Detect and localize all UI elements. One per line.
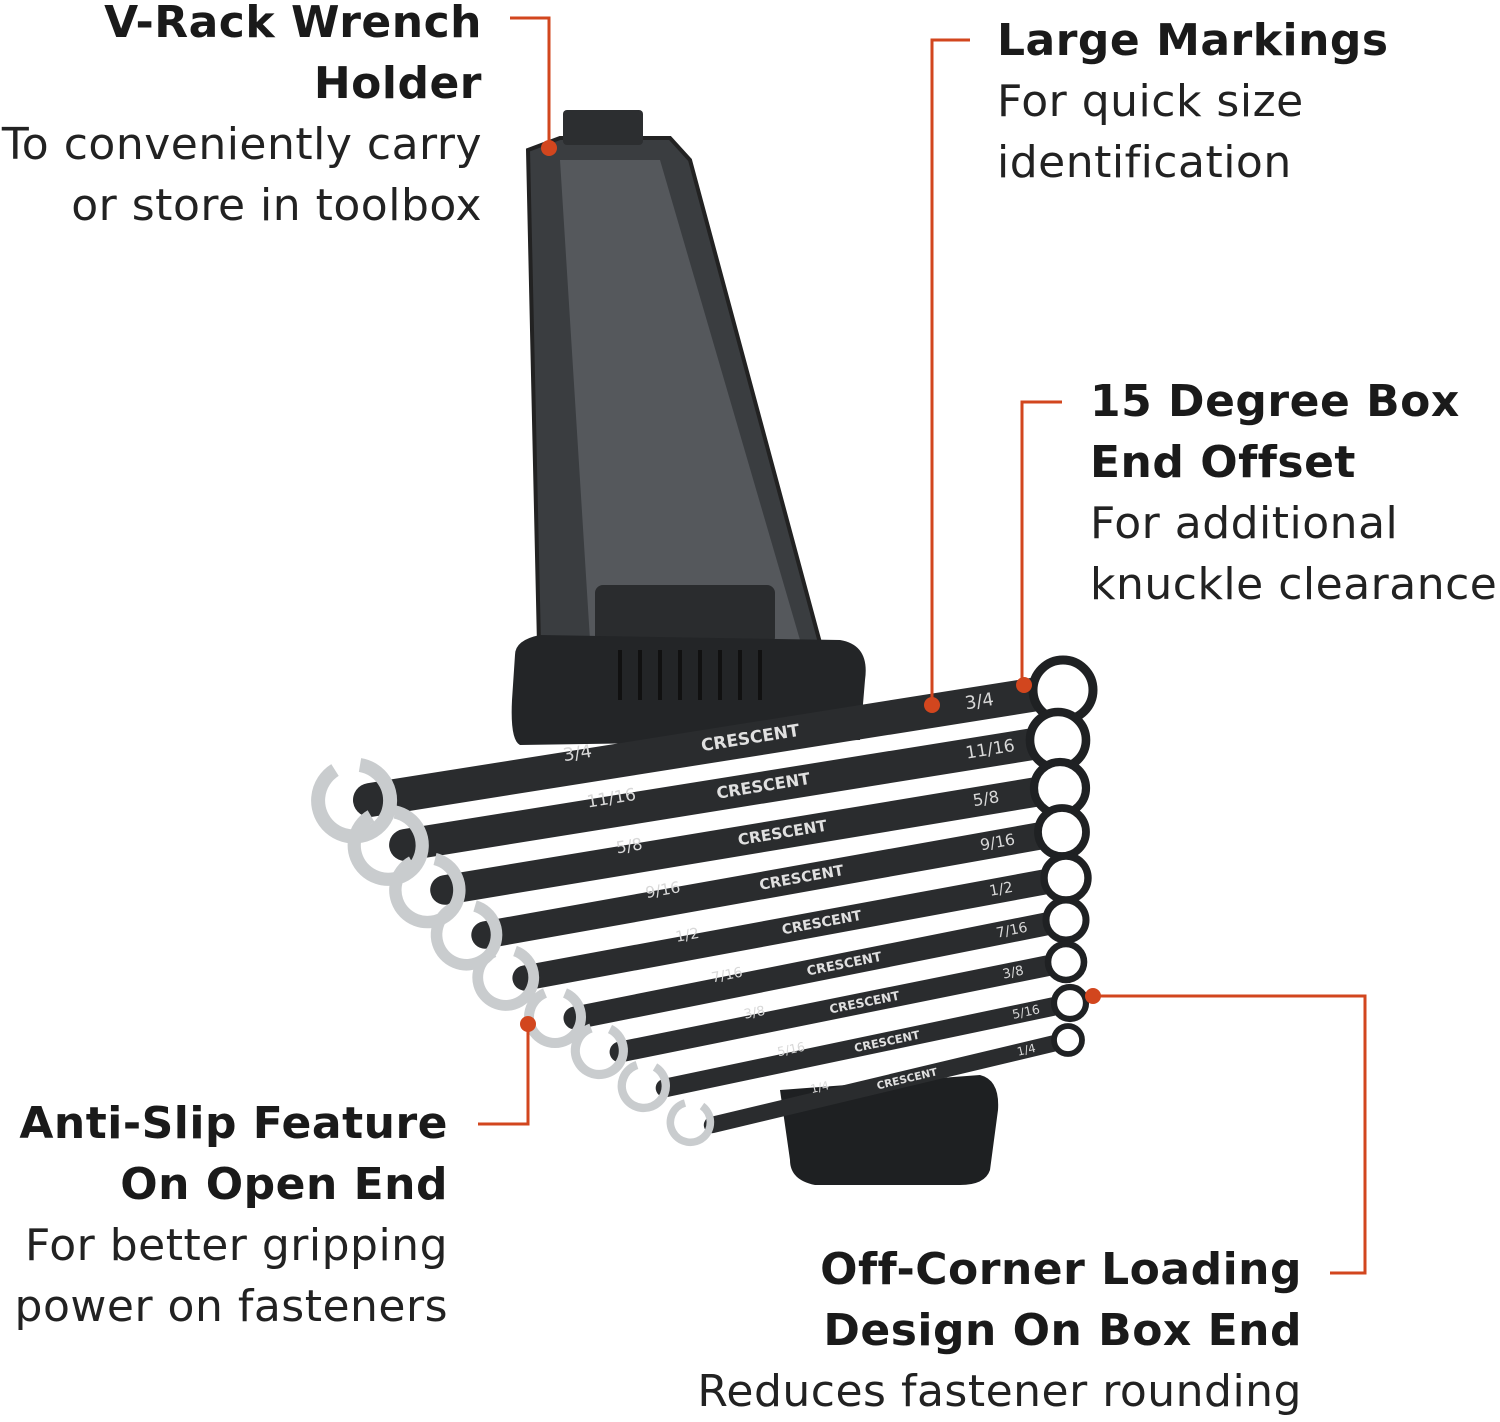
callout-desc: For better gripping bbox=[24, 1220, 448, 1271]
size-marking-box-end: 3/8 bbox=[1001, 964, 1025, 983]
leader-lines bbox=[478, 16, 1367, 1275]
leader-dot bbox=[1016, 677, 1032, 693]
size-marking-open-end: 5/16 bbox=[776, 1039, 806, 1059]
size-marking-open-end: 3/8 bbox=[743, 1004, 767, 1023]
leader-markings bbox=[930, 38, 970, 705]
box-end bbox=[1044, 940, 1088, 984]
callout-title: Large Markings bbox=[997, 15, 1389, 66]
wrench-shank bbox=[609, 951, 1077, 1063]
size-marking-open-end: 5/8 bbox=[615, 834, 644, 857]
box-end bbox=[1051, 1023, 1085, 1057]
size-marking-open-end: 7/16 bbox=[710, 965, 744, 987]
box-end bbox=[1042, 896, 1090, 944]
wrench-shank bbox=[655, 993, 1080, 1098]
callout-desc: For additional bbox=[1090, 498, 1399, 549]
wrench-shank bbox=[430, 773, 1075, 905]
callout-title: Holder bbox=[313, 58, 482, 109]
leader-dot bbox=[924, 697, 940, 713]
leader-antislip bbox=[478, 1024, 530, 1126]
open-end bbox=[524, 988, 586, 1048]
callout-title: V-Rack Wrench bbox=[104, 0, 482, 48]
open-end bbox=[472, 945, 540, 1011]
leader-offcorner bbox=[1093, 994, 1367, 1275]
callout-desc: For quick size bbox=[997, 76, 1304, 127]
leader-dot bbox=[520, 1016, 536, 1032]
callout-title: Design On Box End bbox=[823, 1305, 1302, 1356]
callout-markings: Large Markings For quick size identifica… bbox=[997, 10, 1389, 193]
wrench-shank bbox=[389, 724, 1074, 861]
callout-title: 15 Degree Box bbox=[1090, 376, 1460, 427]
box-end bbox=[1034, 804, 1090, 860]
size-marking-box-end: 1/2 bbox=[988, 879, 1015, 900]
open-end bbox=[430, 900, 503, 971]
callout-vrack: V-Rack Wrench Holder To conveniently car… bbox=[2, 0, 482, 236]
callout-desc: or store in toolbox bbox=[71, 180, 482, 231]
callout-title: End Offset bbox=[1090, 437, 1356, 488]
open-end bbox=[570, 1023, 628, 1080]
callout-title: Anti-Slip Feature bbox=[19, 1098, 448, 1149]
open-end bbox=[617, 1061, 670, 1113]
callout-title: On Open End bbox=[120, 1159, 448, 1210]
wrench-shank bbox=[471, 818, 1076, 949]
brand-marking: CRESCENT bbox=[853, 1028, 921, 1055]
size-marking-box-end: 9/16 bbox=[979, 830, 1017, 854]
callout-desc: power on fasteners bbox=[14, 1281, 448, 1332]
size-marking-open-end: 9/16 bbox=[644, 878, 682, 902]
size-marking-box-end: 5/16 bbox=[1011, 1001, 1041, 1021]
leader-vrack bbox=[510, 16, 551, 148]
size-marking-open-end: 3/4 bbox=[562, 741, 594, 766]
v-rack-holder bbox=[511, 110, 999, 1185]
wrench-shank bbox=[563, 908, 1078, 1030]
size-marking-open-end: 1/4 bbox=[809, 1078, 830, 1096]
callout-offcorner: Off-Corner Loading Design On Box End Red… bbox=[697, 1239, 1302, 1422]
open-end bbox=[389, 852, 466, 929]
callout-antislip: Anti-Slip Feature On Open End For better… bbox=[15, 1093, 448, 1337]
callout-title: Off-Corner Loading bbox=[820, 1244, 1302, 1295]
wrench-shank bbox=[703, 1031, 1077, 1134]
leader-dot bbox=[1085, 988, 1101, 1004]
leader-dot bbox=[541, 140, 557, 156]
wrench-shank bbox=[512, 865, 1079, 991]
callout-offset: 15 Degree Box End Offset For additional … bbox=[1090, 371, 1497, 615]
size-marking-box-end: 3/4 bbox=[963, 689, 995, 714]
size-marking-box-end: 5/8 bbox=[971, 787, 1000, 810]
callout-desc: identification bbox=[997, 137, 1292, 188]
size-marking-open-end: 1/2 bbox=[674, 925, 701, 946]
open-end bbox=[666, 1099, 715, 1147]
wrench-shank bbox=[353, 673, 1080, 817]
size-marking-box-end: 7/16 bbox=[995, 920, 1029, 942]
box-end bbox=[1050, 983, 1090, 1023]
callout-desc: To conveniently carry bbox=[1, 119, 482, 170]
leader-offset bbox=[1020, 400, 1062, 685]
size-marking-box-end: 1/4 bbox=[1016, 1041, 1037, 1059]
callout-desc: knuckle clearance bbox=[1090, 559, 1498, 610]
wrench: 1/4 CRESCENT 1/4 bbox=[666, 1023, 1085, 1147]
box-end bbox=[1040, 852, 1092, 904]
callout-desc: Reduces fastener rounding bbox=[697, 1366, 1302, 1417]
